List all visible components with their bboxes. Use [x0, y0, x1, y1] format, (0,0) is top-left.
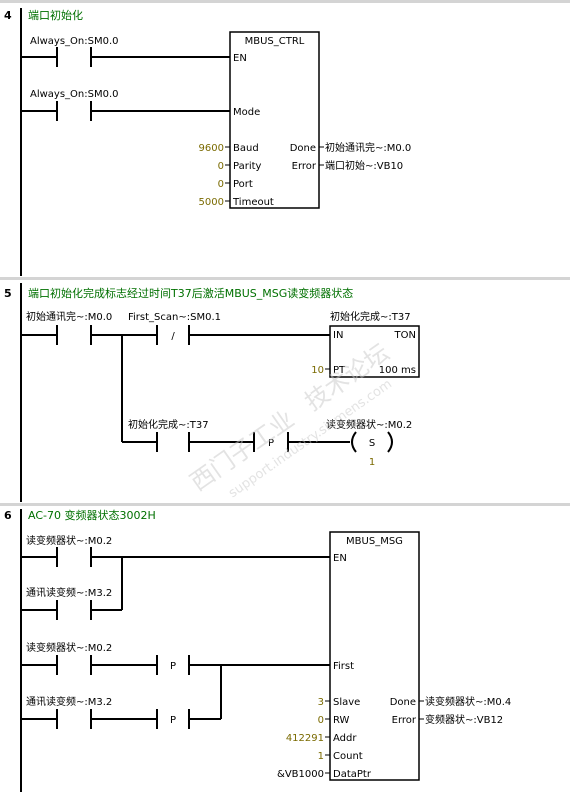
coil-label: 读变频器状~:M0.2	[326, 418, 412, 431]
pin-baud: Baud	[233, 143, 259, 154]
positive-edge-contact[interactable]: P	[253, 432, 350, 452]
network-number: 5	[4, 287, 12, 300]
network-number: 6	[4, 509, 12, 522]
pin-done: Done	[290, 143, 316, 154]
block-title: MBUS_CTRL	[245, 36, 305, 47]
output-done: 读变频器状~:M0.4	[425, 695, 511, 708]
pin-dataptr: DataPtr	[333, 769, 372, 780]
network-5[interactable]: 5 端口初始化完成标志经过时间T37后激活MBUS_MSG读变频器状态 初始通讯…	[0, 277, 570, 502]
contact-label: 读变频器状~:M0.2	[26, 534, 112, 547]
value-count: 1	[318, 751, 324, 762]
timer-type: TON	[394, 330, 416, 341]
timer-resolution: 100 ms	[379, 365, 416, 376]
coil-count: 1	[369, 457, 375, 468]
contact-init-complete[interactable]: 初始化完成~:T37	[122, 418, 254, 452]
pin-slave: Slave	[333, 697, 360, 708]
network-6[interactable]: 6 AC-70 变频器状态3002H 读变频器状~:M0.2 通讯读变频~:M3…	[0, 503, 570, 792]
timer-label: 初始化完成~:T37	[330, 310, 411, 323]
contact-always-on-2[interactable]: Always_On:SM0.0	[21, 89, 230, 121]
network-separator	[0, 0, 570, 3]
positive-edge-contact-2[interactable]: P	[156, 665, 222, 729]
pin-en: EN	[333, 553, 347, 564]
pin-error: Error	[392, 715, 417, 726]
contact-read-status-en[interactable]: 读变频器状~:M0.2	[21, 534, 330, 567]
pin-port: Port	[233, 179, 253, 190]
pin-timeout: Timeout	[232, 197, 274, 208]
contact-label: Always_On:SM0.0	[30, 89, 119, 100]
contact-label: 读变频器状~:M0.2	[26, 641, 112, 654]
block-title: MBUS_MSG	[346, 536, 403, 547]
edge-symbol: P	[170, 715, 176, 726]
network-4[interactable]: 4 端口初始化 Always_On:SM0.0 Always_On:SM0.0 …	[0, 0, 570, 276]
pin-first: First	[333, 661, 354, 672]
contact-label: 初始通讯完~:M0.0	[26, 310, 112, 323]
contact-comm-read-first[interactable]: 通讯读变频~:M3.2	[21, 695, 157, 729]
value-port: 0	[218, 179, 224, 190]
mbus-ctrl-block[interactable]: MBUS_CTRL EN Mode Baud 9600 Parity 0 Por…	[199, 31, 412, 209]
contact-label: First_Scan~:SM0.1	[128, 312, 221, 323]
value-addr: 412291	[286, 733, 324, 744]
pin-done: Done	[390, 697, 416, 708]
ton-timer-block[interactable]: 初始化完成~:T37 IN TON PT 10 100 ms	[311, 310, 420, 378]
value-parity: 0	[218, 161, 224, 172]
value-dataptr: &VB1000	[277, 769, 324, 780]
pin-rw: RW	[333, 715, 350, 726]
contact-first-scan-negated[interactable]: First_Scan~:SM0.1 /	[128, 312, 330, 345]
contact-read-status-first[interactable]: 读变频器状~:M0.2	[21, 641, 157, 675]
network-comment: AC-70 变频器状态3002H	[28, 508, 156, 522]
negation-symbol: /	[171, 331, 175, 342]
contact-label: 通讯读变频~:M3.2	[26, 695, 112, 708]
timer-in-pin: IN	[333, 330, 343, 341]
timer-pt-pin: PT	[333, 365, 346, 376]
pin-mode: Mode	[233, 107, 260, 118]
pin-addr: Addr	[333, 733, 357, 744]
coil-symbol: S	[369, 438, 375, 449]
pin-en: EN	[233, 53, 247, 64]
contact-comm-read-en[interactable]: 通讯读变频~:M3.2	[21, 557, 123, 620]
network-number: 4	[4, 9, 12, 22]
output-error: 变频器状~:VB12	[425, 713, 503, 726]
contact-always-on-1[interactable]: Always_On:SM0.0	[21, 36, 230, 67]
pin-count: Count	[333, 751, 363, 762]
network-comment: 端口初始化完成标志经过时间T37后激活MBUS_MSG读变频器状态	[28, 286, 353, 300]
contact-label: 初始化完成~:T37	[128, 418, 209, 431]
network-separator	[0, 277, 570, 280]
edge-symbol: P	[170, 661, 176, 672]
set-coil[interactable]: 读变频器状~:M0.2 S 1	[326, 418, 412, 468]
output-done: 初始通讯完~:M0.0	[325, 141, 411, 154]
edge-symbol: P	[268, 438, 274, 449]
positive-edge-contact-1[interactable]: P	[156, 655, 330, 675]
network-comment: 端口初始化	[28, 8, 83, 22]
value-timeout: 5000	[199, 197, 224, 208]
timer-pt-value: 10	[311, 365, 324, 376]
network-separator	[0, 503, 570, 506]
contact-init-done[interactable]: 初始通讯完~:M0.0	[21, 310, 157, 345]
contact-label: Always_On:SM0.0	[30, 36, 119, 47]
value-rw: 0	[318, 715, 324, 726]
pin-parity: Parity	[233, 161, 262, 172]
value-baud: 9600	[199, 143, 224, 154]
value-slave: 3	[318, 697, 324, 708]
output-error: 端口初始~:VB10	[325, 159, 403, 172]
pin-error: Error	[292, 161, 317, 172]
mbus-msg-block[interactable]: MBUS_MSG EN First Slave 3 RW 0 Addr 4122…	[277, 531, 511, 781]
contact-label: 通讯读变频~:M3.2	[26, 586, 112, 599]
